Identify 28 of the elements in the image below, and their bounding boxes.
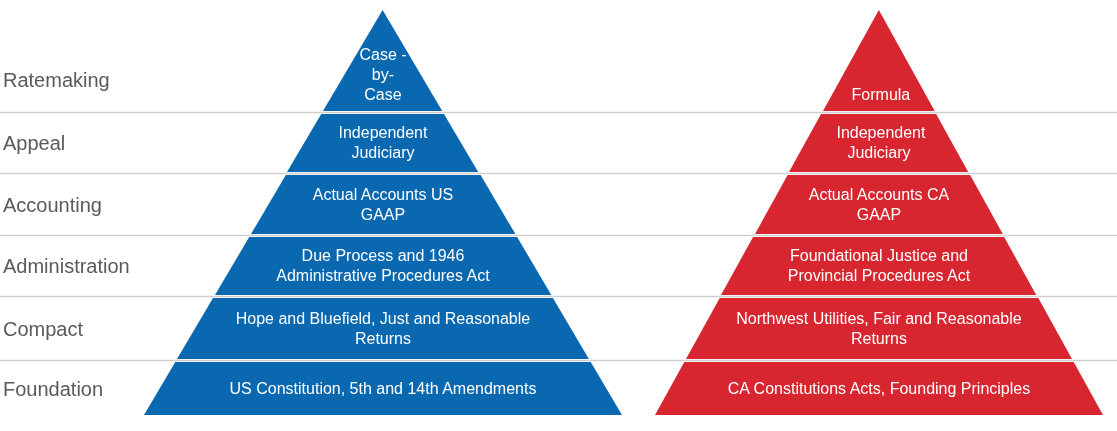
pyramid-layer: [177, 298, 589, 359]
layer-text: Case -by-Case: [358, 45, 408, 105]
row-label: Compact: [3, 316, 84, 341]
row-label: Ratemaking: [3, 68, 110, 92]
row-label: Foundation: [3, 376, 104, 401]
layer-text: CA Constitutions Acts, Founding Principles: [727, 378, 1031, 399]
layer-text: US Constitution, 5th and 14th Amendments: [229, 378, 537, 399]
layer-text: Actual Accounts US GAAP: [311, 184, 455, 225]
pyramid-layer: [721, 237, 1037, 295]
pyramid-layer: [755, 175, 1003, 234]
row-label: Administration: [3, 254, 130, 278]
layer-text: Independent Judiciary: [337, 123, 429, 163]
pyramid-layer: [214, 237, 552, 295]
layer-text: Northwest Utilities, Fair and Reasonable Returns: [735, 308, 1023, 349]
pyramid-layer: [250, 175, 516, 234]
row-label: Appeal: [3, 131, 66, 155]
layer-text: Actual Accounts CA GAAP: [807, 184, 951, 225]
pyramid-apex: [823, 10, 935, 111]
pyramid-apex: [323, 10, 443, 111]
layer-text: Due Process and 1946 Administrative Procedures Act: [275, 246, 491, 286]
row-label: Accounting: [3, 192, 102, 217]
pyramid-layer: [655, 362, 1103, 415]
layer-text: Foundational Justice and Provincial Procedures Act: [786, 246, 972, 286]
pyramid-layer: [287, 114, 479, 172]
pyramid-layer: [685, 298, 1072, 359]
pyramid-layer: [144, 362, 622, 415]
pyramid-layer: [789, 114, 969, 172]
layer-text: Hope and Bluefield, Just and Reasonable Returns: [234, 308, 532, 349]
